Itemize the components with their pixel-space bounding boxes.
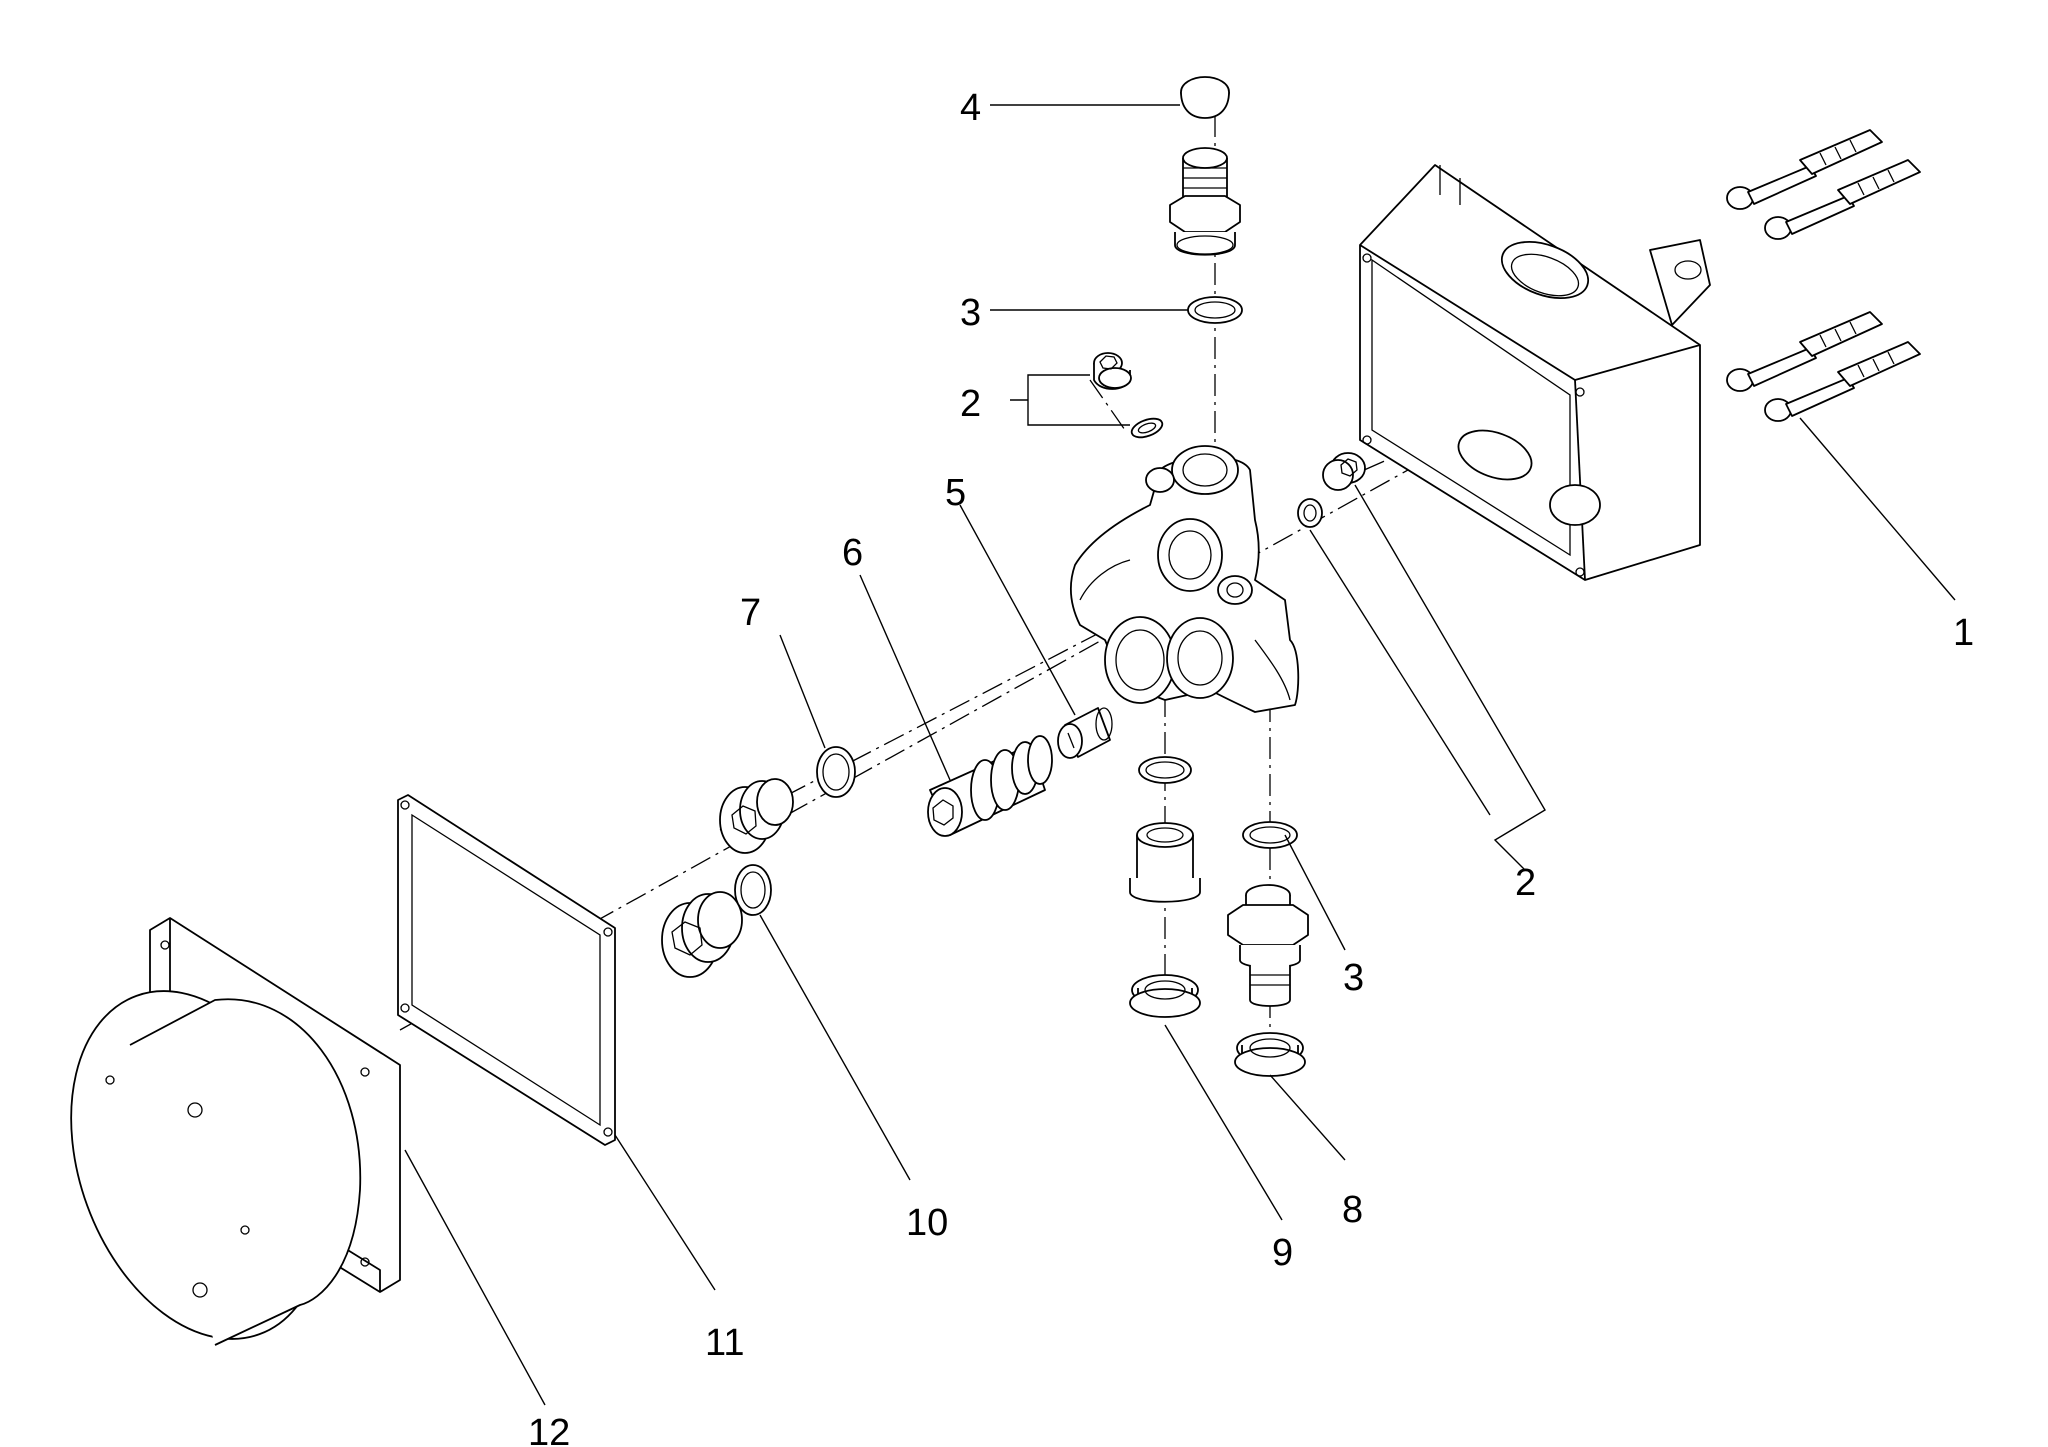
callout-2-right: 2 (1515, 862, 1536, 904)
callout-9: 9 (1272, 1232, 1293, 1274)
callout-7: 7 (740, 592, 761, 634)
anchor-screw (1726, 129, 1883, 210)
part-2-right-screw (1322, 452, 1366, 491)
part-12-cover-housing (70, 917, 401, 1346)
callout-11: 11 (705, 1322, 744, 1364)
callout-1: 1 (1953, 612, 1974, 654)
callout-3-upper: 3 (960, 292, 981, 334)
part-2-upper-screw (1093, 352, 1132, 390)
mounting-box (1359, 164, 1711, 581)
lower-left-oring (1138, 756, 1192, 784)
upper-plug (719, 778, 794, 854)
lower-left-fitting (1129, 822, 1201, 903)
part-10-plug (661, 891, 743, 978)
callout-12: 12 (528, 1412, 570, 1447)
callout-5: 5 (945, 472, 966, 514)
part-8-nut (1234, 1032, 1306, 1077)
upper-fitting (1169, 147, 1241, 256)
part-2-right-washer (1297, 498, 1323, 528)
callout-3-lower: 3 (1343, 957, 1364, 999)
part-1-anchor-set (1726, 129, 1921, 422)
anchor-screw (1726, 311, 1883, 392)
part-6-cartridge (927, 735, 1053, 837)
callout-6: 6 (842, 532, 863, 574)
part-2-upper-washer (1130, 417, 1164, 439)
part-4-cap (1180, 76, 1230, 119)
part-3-lower-oring (1242, 821, 1298, 849)
valve-body (1069, 445, 1300, 713)
callout-10: 10 (906, 1202, 948, 1244)
lower-right-fitting (1227, 884, 1309, 1007)
part-7-oring (816, 746, 856, 798)
callout-2-upper: 2 (960, 383, 981, 425)
part-9-nut (1129, 974, 1201, 1018)
part-3-upper-oring (1187, 296, 1243, 324)
part-10-oring (734, 864, 772, 916)
callout-4: 4 (960, 87, 981, 129)
anchor-screw (1764, 341, 1921, 422)
part-5-strainer (1057, 707, 1113, 759)
anchor-screw (1764, 159, 1921, 240)
leader-lines (404, 104, 1956, 1406)
callout-labels: 1 2 2 3 3 4 5 6 7 8 9 10 11 12 (528, 87, 1974, 1447)
callout-8: 8 (1342, 1189, 1363, 1231)
part-11-gasket (397, 794, 616, 1146)
